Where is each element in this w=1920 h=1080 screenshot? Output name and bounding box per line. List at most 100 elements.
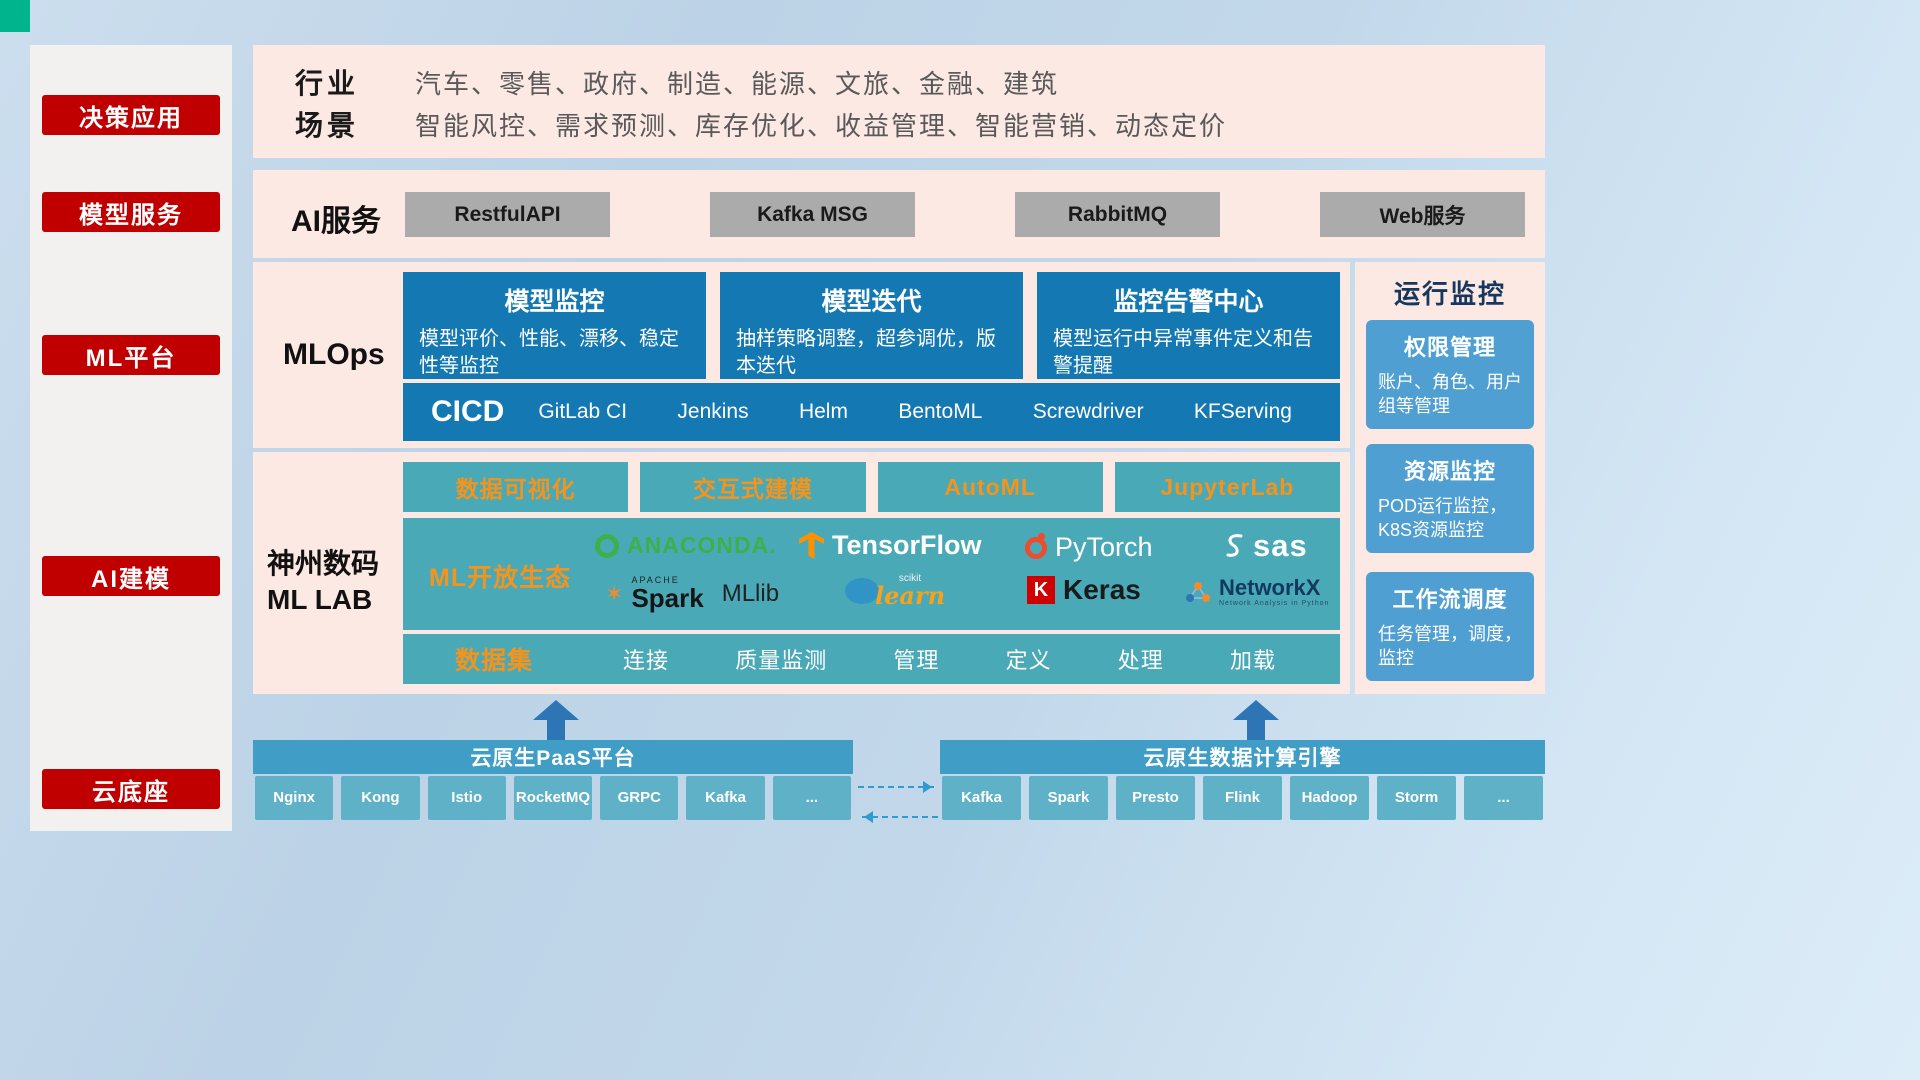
- model-iteration-title: 模型迭代: [821, 288, 922, 316]
- industry-label: 行业: [295, 68, 360, 99]
- workflow-scheduler-card: 工作流调度 任务管理，调度，监控: [1366, 572, 1534, 681]
- chip-flink[interactable]: Flink: [1203, 776, 1282, 820]
- pytorch-icon: [1025, 532, 1047, 559]
- mlops-band: MLOps 模型监控 模型评价、性能、漂移、稳定性等监控 模型迭代 抽样策略调整…: [253, 262, 1350, 448]
- chip-kafka2[interactable]: Kafka: [942, 776, 1021, 820]
- anaconda-text: ANACONDA.: [627, 532, 777, 558]
- spark-text: Spark: [631, 583, 704, 613]
- chip-storm[interactable]: Storm: [1377, 776, 1456, 820]
- dataset-item-quality: 质量监测: [735, 648, 828, 673]
- apache-text: APACHE: [631, 575, 680, 585]
- tool-jupyterlab[interactable]: JupyterLab: [1114, 462, 1340, 512]
- dataset-item-manage: 管理: [893, 648, 940, 673]
- scikit-text: scikit: [898, 573, 922, 584]
- permission-mgmt-card: 权限管理 账户、角色、用户组等管理: [1366, 320, 1534, 429]
- resource-monitor-desc: POD运行监控，K8S资源监控: [1378, 496, 1508, 541]
- spark-icon: ✶: [605, 580, 624, 606]
- chip-istio[interactable]: Istio: [427, 776, 506, 820]
- restfulapi-button[interactable]: RestfulAPI: [405, 192, 610, 237]
- chip-kong[interactable]: Kong: [341, 776, 420, 820]
- alert-center-desc: 模型运行中异常事件定义和告警提醒: [1053, 328, 1313, 377]
- keras-logo: K Keras: [1027, 574, 1141, 606]
- networkx-logo: NetworkX Network Analysis in Python: [1185, 575, 1330, 608]
- chip-engine-more[interactable]: ...: [1464, 776, 1543, 820]
- scikit-learn-logo: scikit learn: [845, 574, 945, 608]
- sas-logo: sas: [1225, 528, 1308, 564]
- tensorflow-logo: TensorFlow: [799, 530, 982, 561]
- sidebar-item-model-service[interactable]: 模型服务: [42, 192, 220, 232]
- web-service-button[interactable]: Web服务: [1320, 192, 1525, 237]
- mllib-text: MLlib: [721, 579, 780, 607]
- dataset-label: 数据集: [455, 647, 534, 675]
- model-monitor-desc: 模型评价、性能、漂移、稳定性等监控: [419, 328, 679, 377]
- sidebar-item-cloud-base[interactable]: 云底座: [42, 769, 220, 809]
- chip-presto[interactable]: Presto: [1116, 776, 1195, 820]
- chip-grpc[interactable]: GRPC: [600, 776, 679, 820]
- model-monitor-title: 模型监控: [504, 288, 605, 316]
- learn-text: learn: [875, 581, 946, 610]
- model-iteration-card: 模型迭代 抽样策略调整，超参调优，版本迭代: [720, 272, 1023, 379]
- industry-list: 汽车、零售、政府、制造、能源、文旅、金融、建筑: [415, 68, 1060, 99]
- networkx-text: NetworkX: [1219, 575, 1321, 600]
- dataset-item-connect: 连接: [623, 648, 670, 673]
- mlops-cards: 模型监控 模型评价、性能、漂移、稳定性等监控 模型迭代 抽样策略调整，超参调优，…: [403, 272, 1340, 379]
- tool-automl[interactable]: AutoML: [877, 462, 1103, 512]
- dataset-row: 数据集 连接 质量监测 管理 定义 处理 加载: [403, 634, 1340, 684]
- kafka-msg-button[interactable]: Kafka MSG: [710, 192, 915, 237]
- cicd-items: GitLab CI Jenkins Helm BentoML Screwdriv…: [538, 400, 1292, 424]
- workflow-scheduler-title: 工作流调度: [1392, 587, 1508, 612]
- keras-icon: K: [1027, 576, 1055, 604]
- tensorflow-text: TensorFlow: [832, 530, 982, 560]
- up-arrow-paas: [533, 700, 579, 740]
- mlops-label: MLOps: [283, 338, 385, 371]
- runtime-monitor-title: 运行监控: [1393, 279, 1506, 309]
- sidebar-item-ai-modeling[interactable]: AI建模: [42, 556, 220, 596]
- runtime-monitor-panel: 运行监控 权限管理 账户、角色、用户组等管理 资源监控 POD运行监控，K8S资…: [1355, 262, 1545, 694]
- tool-data-visualization[interactable]: 数据可视化: [403, 462, 629, 512]
- rabbitmq-button[interactable]: RabbitMQ: [1015, 192, 1220, 237]
- chip-kafka[interactable]: Kafka: [686, 776, 765, 820]
- spark-mllib-logo: ✶ APACHE Spark MLlib: [605, 575, 780, 613]
- dataset-item-load: 加载: [1229, 648, 1276, 673]
- scenario-label: 场景: [295, 110, 360, 141]
- anaconda-icon: [595, 533, 619, 558]
- resource-monitor-card: 资源监控 POD运行监控，K8S资源监控: [1366, 444, 1534, 553]
- data-engine-chips: Kafka Spark Presto Flink Hadoop Storm ..…: [940, 776, 1545, 820]
- sas-icon: [1226, 534, 1243, 557]
- cicd-item-bentoml: BentoML: [898, 400, 983, 423]
- mllab-tool-row: 数据可视化 交互式建模 AutoML JupyterLab: [403, 462, 1340, 512]
- paas-chips: Nginx Kong Istio RocketMQ GRPC Kafka ...: [253, 776, 853, 820]
- dataset-items: 连接 质量监测 管理 定义 处理 加载: [623, 643, 1276, 675]
- tool-interactive-modeling[interactable]: 交互式建模: [640, 462, 866, 512]
- scikit-learn-icon: [845, 578, 879, 604]
- eco-label: ML开放生态: [429, 564, 572, 592]
- mllab-label: 神州数码 ML LAB: [267, 546, 399, 619]
- anaconda-logo: ANACONDA.: [595, 532, 777, 559]
- chip-hadoop[interactable]: Hadoop: [1290, 776, 1369, 820]
- sas-text: sas: [1253, 528, 1308, 563]
- ml-open-ecosystem-box: ML开放生态 ANACONDA. TensorFlow PyTorch sas: [403, 518, 1340, 630]
- paas-header: 云原生PaaS平台: [253, 740, 853, 774]
- dashed-arrow-left: [862, 811, 938, 823]
- cicd-item-jenkins: Jenkins: [677, 400, 749, 423]
- ai-service-label: AI服务: [291, 205, 381, 238]
- alert-center-title: 监控告警中心: [1113, 288, 1264, 316]
- data-engine-header: 云原生数据计算引擎: [940, 740, 1545, 774]
- model-iteration-desc: 抽样策略调整，超参调优，版本迭代: [736, 328, 996, 377]
- dataset-item-define: 定义: [1005, 648, 1052, 673]
- pytorch-text: PyTorch: [1055, 532, 1153, 562]
- networkx-subtitle: Network Analysis in Python: [1219, 600, 1330, 608]
- chip-rocketmq[interactable]: RocketMQ: [513, 776, 593, 820]
- mllab-label-line2: ML LAB: [267, 584, 373, 616]
- dashed-arrow-right: [858, 781, 934, 793]
- resource-monitor-title: 资源监控: [1403, 459, 1496, 484]
- chip-spark[interactable]: Spark: [1029, 776, 1108, 820]
- chip-paas-more[interactable]: ...: [772, 776, 851, 820]
- sidebar-item-ml-platform[interactable]: ML平台: [42, 335, 220, 375]
- sidebar-item-decision-app[interactable]: 决策应用: [42, 95, 220, 135]
- permission-mgmt-title: 权限管理: [1403, 335, 1496, 360]
- industry-scenario-band: 行业 汽车、零售、政府、制造、能源、文旅、金融、建筑 场景 智能风控、需求预测、…: [253, 45, 1545, 158]
- chip-nginx[interactable]: Nginx: [255, 776, 334, 820]
- ai-service-band: AI服务 RestfulAPI Kafka MSG RabbitMQ Web服务: [253, 170, 1545, 258]
